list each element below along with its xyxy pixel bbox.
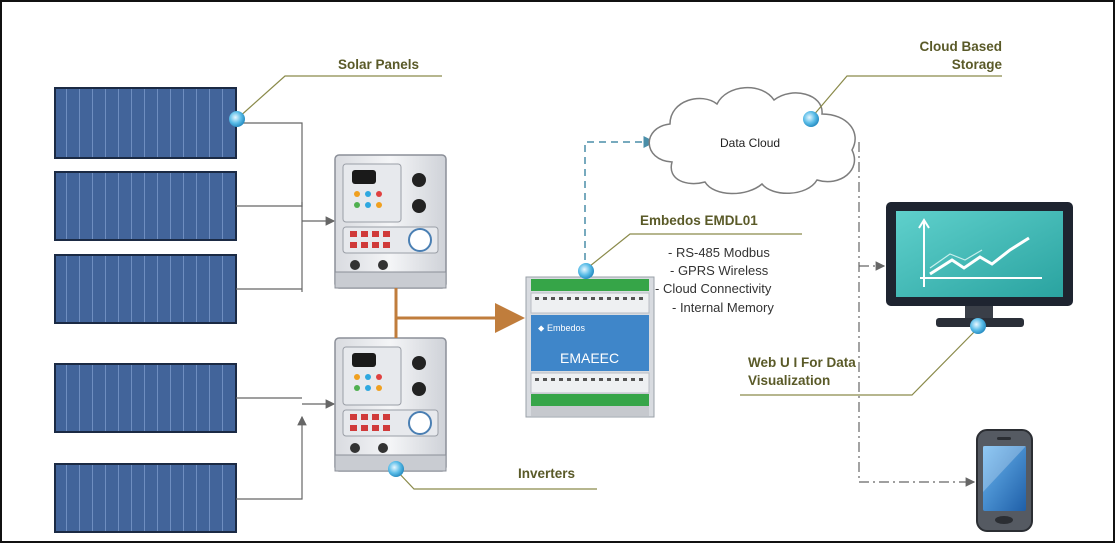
device-to-cloud-link — [584, 136, 656, 272]
data-cloud-label: Data Cloud — [720, 136, 780, 150]
embedos-title: Embedos EMDL01 — [640, 213, 758, 228]
embedos-device: Embedos ⬥ EMAEEC — [525, 276, 655, 418]
device-model: EMAEEC — [560, 350, 619, 366]
device-brand: Embedos — [547, 323, 586, 333]
solar-panel-2 — [54, 171, 237, 241]
solar-panel-array — [54, 87, 237, 533]
web-ui-label-line2: Visualization — [748, 373, 830, 388]
monitor-icon — [886, 202, 1073, 327]
smartphone-icon — [976, 429, 1033, 532]
solar-panel-4 — [54, 363, 237, 433]
callout-dots — [229, 111, 986, 477]
solar-panels-label: Solar Panels — [338, 57, 419, 72]
cloud-to-clients-link — [858, 142, 976, 487]
callout-lines — [237, 75, 1002, 490]
feature-item: - GPRS Wireless — [670, 263, 769, 278]
solar-panel-3 — [54, 254, 237, 324]
inverter-1 — [334, 154, 447, 289]
data-cloud: Data Cloud — [648, 86, 856, 195]
embedos-marker-icon — [578, 263, 594, 279]
solar-panels-marker-icon — [229, 111, 245, 127]
solar-panel-1 — [54, 87, 237, 159]
inverters-label: Inverters — [518, 466, 575, 481]
panel-wiring — [236, 122, 336, 500]
device-logo-icon: ⬥ — [538, 323, 545, 333]
cloud-storage-label-line1: Cloud Based — [919, 39, 1002, 54]
cloud-storage-label-line2: Storage — [952, 57, 1003, 72]
feature-item: - Internal Memory — [672, 300, 774, 315]
solar-panel-5 — [54, 463, 237, 533]
web-ui-marker-icon — [970, 318, 986, 334]
cloud-marker-icon — [803, 111, 819, 127]
feature-item: - RS-485 Modbus — [668, 245, 770, 260]
inverters-marker-icon — [388, 461, 404, 477]
feature-item: - Cloud Connectivity — [655, 281, 772, 296]
web-ui-label-line1: Web U I For Data — [748, 355, 856, 370]
inverter-2 — [334, 337, 447, 472]
feature-list: - RS-485 Modbus - GPRS Wireless - Cloud … — [655, 245, 774, 315]
inverter-to-logger-link — [394, 288, 525, 338]
